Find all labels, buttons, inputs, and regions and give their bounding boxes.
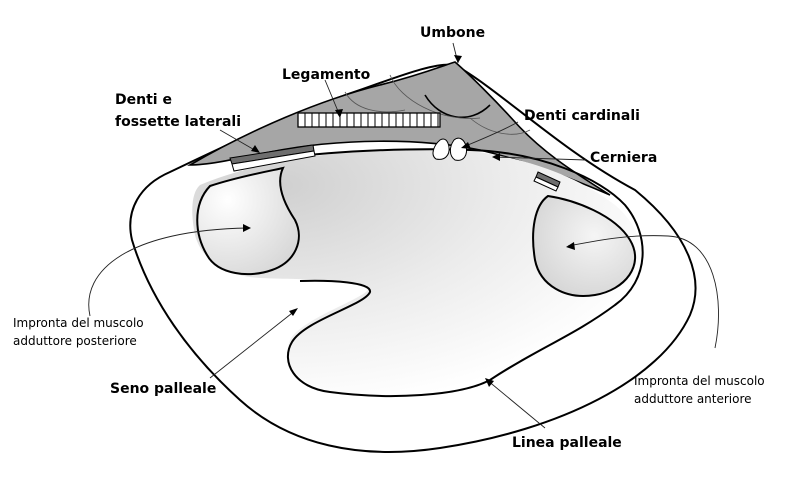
leader-seno-palleale	[209, 309, 297, 379]
label-impronta-posteriore-line2: adduttore posteriore	[13, 334, 137, 348]
leader-cerniera	[493, 156, 587, 161]
label-legamento: Legamento	[282, 67, 371, 83]
arrowhead-impronta-anteriore	[566, 242, 575, 250]
pallial-line	[284, 148, 644, 397]
label-cerniera: Cerniera	[590, 150, 657, 166]
label-denti-cardinali: Denti cardinali	[524, 108, 640, 124]
arrowhead-denti-fossette	[251, 145, 260, 153]
leader-impronta-posteriore	[88, 227, 249, 317]
arrowhead-legamento	[335, 109, 343, 118]
arrowhead-linea-palleale	[485, 378, 494, 387]
posterior-adductor-scar	[196, 166, 300, 276]
arrowhead-impronta-posteriore	[243, 224, 251, 232]
arrowhead-seno-palleale	[289, 308, 298, 316]
leader-linea-palleale	[486, 379, 546, 429]
label-denti-fossette-line1: Denti e	[115, 92, 172, 108]
arrowhead-cerniera	[492, 153, 500, 161]
label-umbone: Umbone	[420, 25, 485, 41]
posterior-lateral-teeth	[229, 144, 316, 172]
ligament	[297, 112, 441, 128]
umbo-growth-line-1	[424, 94, 491, 119]
umbo-growth-line-4	[469, 117, 531, 135]
umbo-growth-line-2	[389, 74, 481, 119]
label-denti-fossette-line2: fossette laterali	[115, 114, 241, 130]
anterior-lateral-teeth	[533, 171, 561, 192]
label-impronta-anteriore-line2: adduttore anteriore	[634, 392, 752, 406]
shell-inner-surface	[192, 148, 642, 397]
arrowhead-umbone	[454, 55, 462, 63]
label-seno-palleale: Seno palleale	[110, 381, 216, 397]
label-impronta-posteriore-line1: Impronta del muscolo	[13, 316, 144, 330]
anterior-adductor-scar	[532, 194, 636, 297]
arrowheads	[243, 55, 575, 387]
label-linea-palleale: Linea palleale	[512, 435, 622, 451]
arrowhead-denti-cardinali	[461, 142, 471, 149]
cardinal-teeth	[432, 137, 467, 161]
leader-denti-fossette	[219, 129, 259, 153]
label-impronta-anteriore-line1: Impronta del muscolo	[634, 374, 765, 388]
leader-impronta-anteriore	[567, 235, 719, 349]
umbo-growth-line-3	[344, 91, 406, 113]
